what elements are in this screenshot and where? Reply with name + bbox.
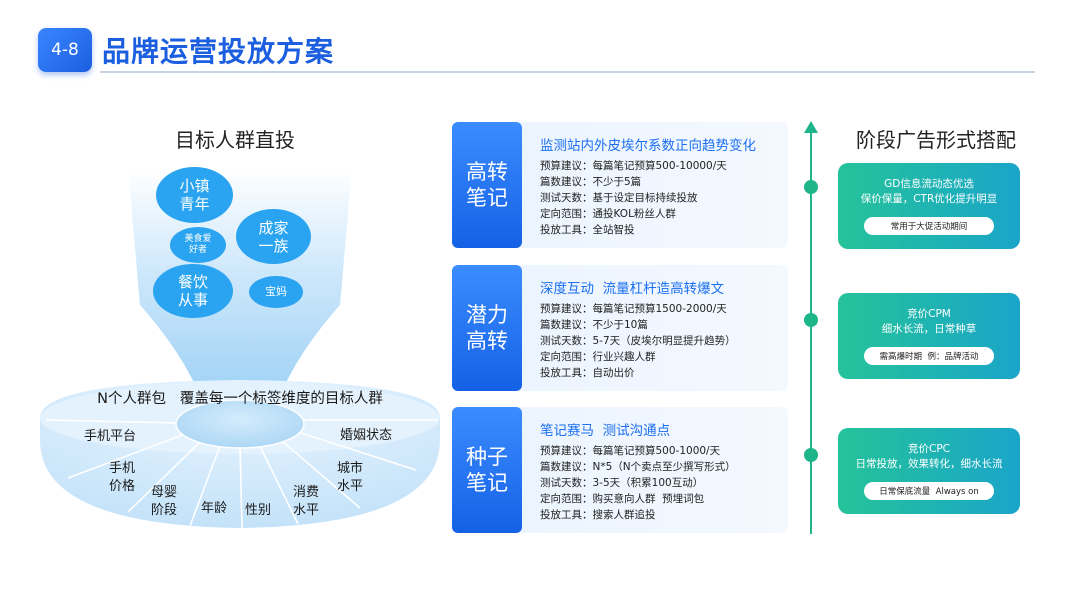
bubble-mom: 宝妈: [249, 276, 303, 308]
ad-format-card-gd: GD信息流动态优选 保价保量，CTR优化提升明显 常用于大促活动期间: [838, 163, 1020, 249]
ad-format-card-cpm: 竞价CPM 细水长流，日常种草 需高爆时期 例：品牌活动: [838, 293, 1020, 379]
header-divider: [100, 71, 1035, 73]
segment-city: 城市 水平: [336, 461, 363, 494]
ad-format-text: 竞价CPM 细水长流，日常种草: [881, 308, 977, 335]
card-line: 篇数建议：N*5（N个卖点至少撰写形式）: [540, 461, 736, 473]
segment-gender: 性别: [244, 503, 271, 518]
page-title: 品牌运营投放方案: [102, 35, 335, 68]
card-label: 潜力 高转: [452, 265, 522, 391]
ad-format-text: 竞价CPC 日常投放，效果转化，细水长流: [855, 443, 1003, 470]
card-line: 定向范围：通投KOL粉丝人群: [540, 208, 676, 220]
ad-format-card-cpc: 竞价CPC 日常投放，效果转化，细水长流 日常保底流量 Always on: [838, 428, 1020, 514]
card-line: 测试天数：基于设定目标持续投放: [540, 192, 698, 204]
timeline-arrow-up-icon: [804, 121, 818, 133]
card-line: 测试天数：5-7天（皮埃尔明显提升趋势）: [540, 335, 736, 347]
audience-pack-title: N个人群包 覆盖每一个标签维度的目标人群: [97, 391, 383, 407]
strategy-card-seed: 种子 笔记 笔记赛马 测试沟通点 预算建议：每篇笔记预算500-1000/天 篇…: [452, 407, 788, 533]
card-headline: 监测站内外皮埃尔系数正向趋势变化: [540, 138, 756, 154]
card-line: 测试天数：3-5天（积累100互动）: [540, 477, 704, 489]
strategy-card-high-conversion: 高转 笔记 监测站内外皮埃尔系数正向趋势变化 预算建议：每篇笔记预算500-10…: [452, 122, 788, 248]
segment-age: 年龄: [200, 501, 227, 516]
left-section-title: 目标人群直投: [175, 128, 295, 152]
card-line: 投放工具：搜索人群追投: [540, 509, 656, 521]
card-line: 投放工具：自动出价: [540, 367, 635, 379]
card-line: 预算建议：每篇笔记预算1500-2000/天: [540, 303, 727, 315]
ad-format-tag: 常用于大促活动期间: [864, 217, 994, 235]
strategy-card-potential: 潜力 高转 深度互动 流量杠杆造高转爆文 预算建议：每篇笔记预算1500-200…: [452, 265, 788, 391]
section-number-badge: 4-8: [38, 28, 92, 72]
card-line: 预算建议：每篇笔记预算500-1000/天: [540, 445, 721, 457]
card-line: 定向范围：行业兴趣人群: [540, 351, 656, 363]
segment-price: 手机 价格: [108, 461, 135, 494]
segment-platform: 手机平台: [83, 429, 136, 444]
card-line: 预算建议：每篇笔记预算500-10000/天: [540, 160, 727, 172]
funnel-hub: [175, 399, 305, 449]
card-headline: 深度互动 流量杠杆造高转爆文: [540, 281, 725, 297]
segment-consumption: 消费 水平: [292, 485, 319, 518]
card-details: 预算建议：每篇笔记预算500-1000/天 篇数建议：N*5（N个卖点至少撰写形…: [540, 443, 736, 523]
card-line: 定向范围：购买意向人群 预埋词包: [540, 493, 705, 505]
right-section-title: 阶段广告形式搭配: [856, 128, 1016, 152]
timeline-dot: [804, 448, 818, 462]
segment-marital: 婚姻状态: [339, 428, 392, 443]
card-details: 预算建议：每篇笔记预算500-10000/天 篇数建议：不少于5篇 测试天数：基…: [540, 158, 727, 238]
ad-format-text: GD信息流动态优选 保价保量，CTR优化提升明显: [860, 178, 998, 205]
timeline-dot: [804, 313, 818, 327]
card-label: 高转 笔记: [452, 122, 522, 248]
segment-maternal: 母婴 阶段: [150, 485, 177, 518]
card-details: 预算建议：每篇笔记预算1500-2000/天 篇数建议：不少于10篇 测试天数：…: [540, 301, 736, 381]
bubble-town-youth: 小镇 青年: [156, 167, 233, 223]
stage-timeline: [810, 131, 812, 534]
timeline-dot: [804, 180, 818, 194]
card-label: 种子 笔记: [452, 407, 522, 533]
bubble-family: 成家 一族: [236, 209, 311, 264]
card-line: 篇数建议：不少于10篇: [540, 319, 648, 331]
bubble-foodie: 美食爱 好者: [170, 227, 226, 263]
bubble-catering: 餐饮 从事: [153, 264, 233, 318]
card-headline: 笔记赛马 测试沟通点: [540, 423, 671, 439]
ad-format-tag: 日常保底流量 Always on: [864, 482, 994, 500]
card-line: 投放工具：全站智投: [540, 224, 635, 236]
card-line: 篇数建议：不少于5篇: [540, 176, 642, 188]
ad-format-tag: 需高爆时期 例：品牌活动: [864, 347, 994, 365]
